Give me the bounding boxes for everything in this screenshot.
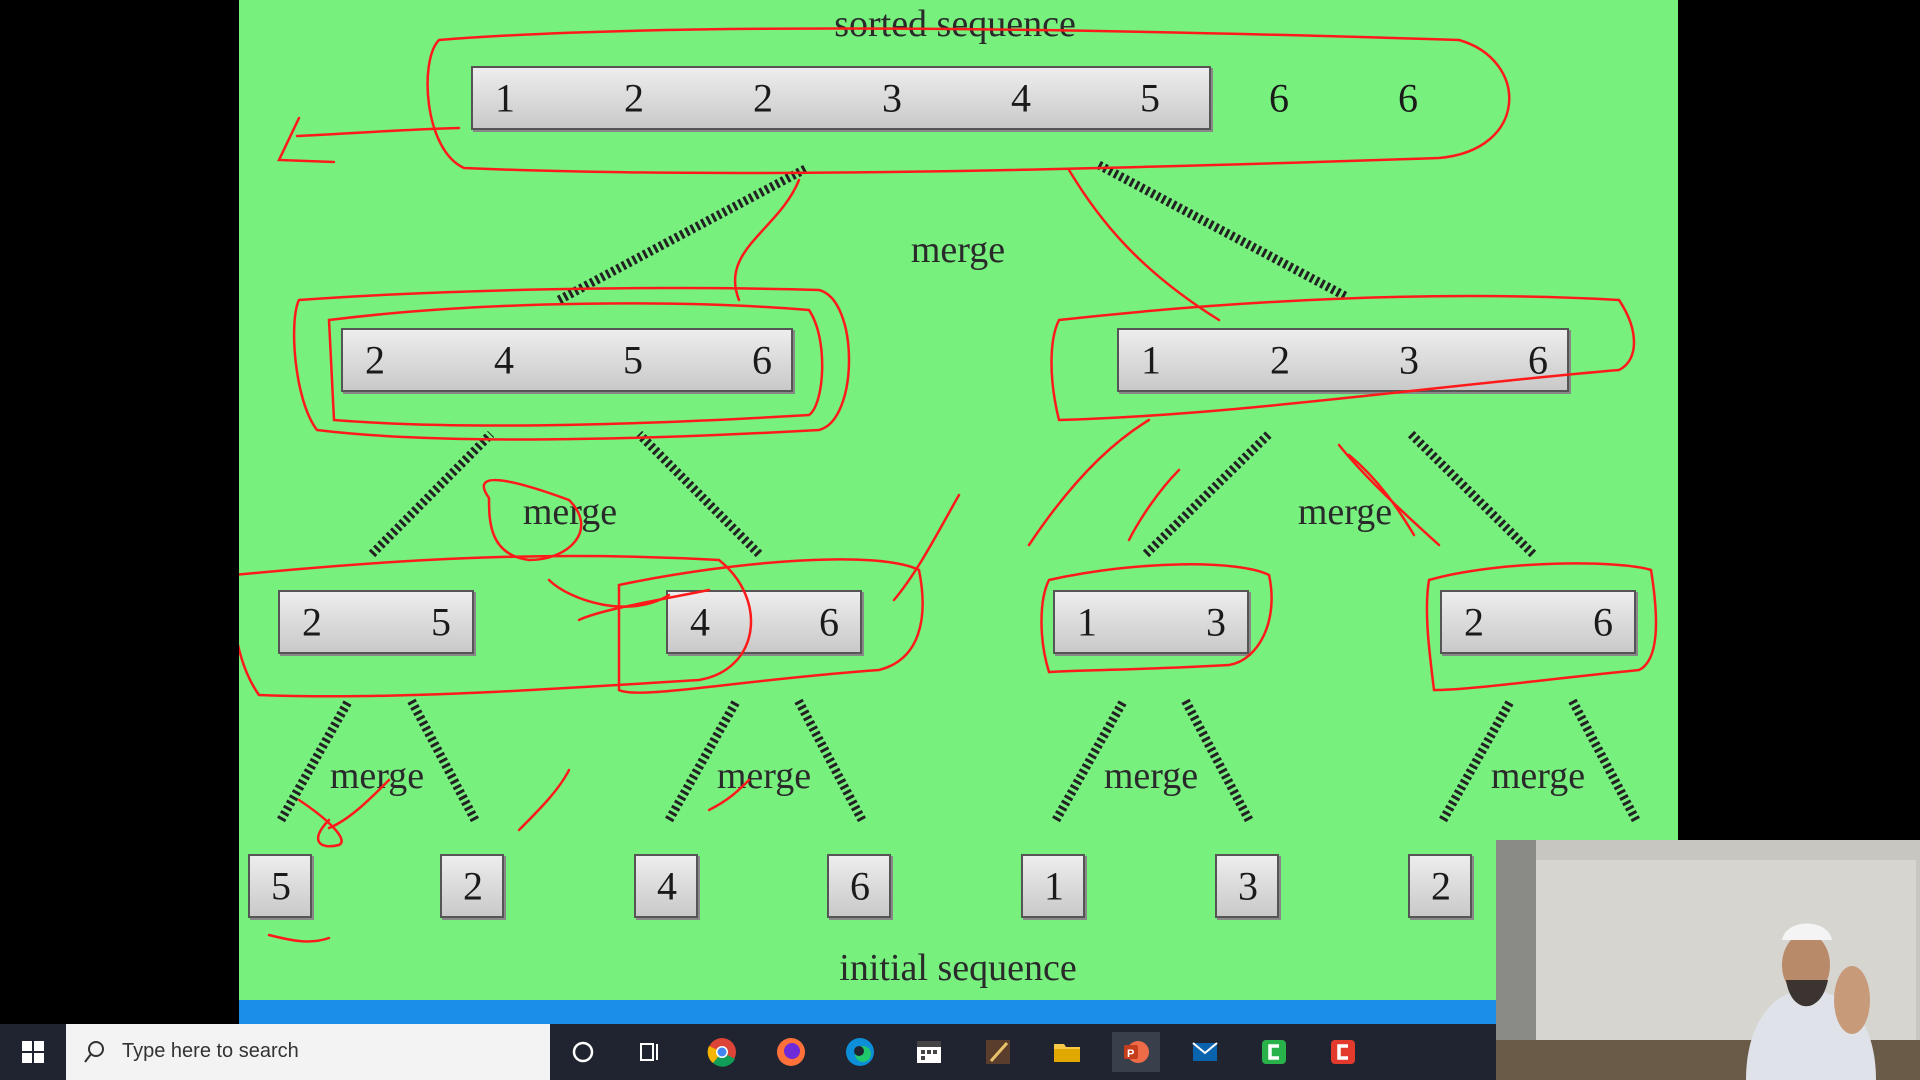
- initial-cell: 2: [1431, 863, 1451, 909]
- pair-cell: 3: [1206, 599, 1226, 645]
- slide-footer-band: [239, 1000, 1678, 1024]
- task-view-icon[interactable]: [630, 1032, 670, 1072]
- sorted-sequence-box: 1 2 2 3 4 5 6 6: [471, 66, 1418, 130]
- merged-right-cell: 2: [1270, 337, 1290, 383]
- merged-left-cell: 6: [752, 337, 772, 383]
- merge-arrows: [239, 27, 1658, 943]
- pair-box: 4 6: [666, 590, 862, 654]
- pair-cell: 2: [302, 599, 322, 645]
- app-icon[interactable]: [978, 1032, 1018, 1072]
- merge-label: merge: [1103, 755, 1199, 797]
- cortana-icon[interactable]: [563, 1032, 603, 1072]
- search-icon: [84, 1041, 104, 1063]
- sorted-cell: 2: [753, 75, 773, 121]
- merged-right-cell: 3: [1399, 337, 1419, 383]
- sorted-cell: 5: [1140, 75, 1160, 121]
- initial-cell: 6: [850, 863, 870, 909]
- sorted-cell: 4: [1011, 75, 1031, 121]
- initial-box: 1: [1021, 854, 1085, 918]
- initial-box: 5: [248, 854, 312, 918]
- pair-cell: 5: [431, 599, 451, 645]
- powerpoint-icon[interactable]: P: [1112, 1032, 1160, 1072]
- mail-icon[interactable]: [1185, 1032, 1225, 1072]
- windows-icon: [22, 1041, 44, 1063]
- calendar-icon[interactable]: [909, 1032, 949, 1072]
- pair-cell: 2: [1464, 599, 1484, 645]
- slide: sorted sequence initial sequence 1 2 2 3…: [239, 0, 1678, 1000]
- initial-box: 2: [1408, 854, 1472, 918]
- initial-box: 4: [634, 854, 698, 918]
- pair-cell: 6: [819, 599, 839, 645]
- pair-box: 1 3: [1053, 590, 1249, 654]
- camtasia-red-icon[interactable]: [1323, 1032, 1363, 1072]
- merge-label: merge: [329, 755, 425, 797]
- edge-icon[interactable]: [840, 1032, 880, 1072]
- camtasia-green-icon[interactable]: [1254, 1032, 1294, 1072]
- presenter-video: [1496, 840, 1920, 1080]
- pair-cell: 4: [690, 599, 710, 645]
- initial-cell: 5: [271, 863, 291, 909]
- file-explorer-icon[interactable]: [1047, 1032, 1087, 1072]
- initial-box: 3: [1215, 854, 1279, 918]
- sorted-cell: 1: [495, 75, 515, 121]
- merged-left-cell: 5: [623, 337, 643, 383]
- sorted-sequence-label: sorted sequence: [834, 3, 1076, 45]
- merged-right-box: 1 2 3 6: [1117, 328, 1569, 392]
- sorted-cell: 6: [1398, 75, 1418, 121]
- merge-label: merge: [716, 755, 812, 797]
- initial-cell: 2: [463, 863, 483, 909]
- initial-box: 6: [827, 854, 891, 918]
- chrome-icon[interactable]: [702, 1032, 742, 1072]
- merged-right-cell: 6: [1528, 337, 1548, 383]
- merged-left-cell: 2: [365, 337, 385, 383]
- taskbar-search-box[interactable]: Type here to search: [66, 1024, 550, 1080]
- merge-label: merge: [1490, 755, 1586, 797]
- pair-cell: 1: [1077, 599, 1097, 645]
- merged-left-box: 2 4 5 6: [341, 328, 793, 392]
- merge-label: merge: [522, 491, 618, 533]
- merged-left-cell: 4: [494, 337, 514, 383]
- initial-cell: 1: [1044, 863, 1064, 909]
- svg-text:P: P: [1127, 1048, 1134, 1060]
- pair-cell: 6: [1593, 599, 1613, 645]
- pair-box: 2 5: [278, 590, 474, 654]
- merged-right-cell: 1: [1141, 337, 1161, 383]
- sorted-cell: 3: [882, 75, 902, 121]
- sorted-cell: 2: [624, 75, 644, 121]
- start-button[interactable]: [0, 1024, 66, 1080]
- search-placeholder: Type here to search: [122, 1040, 299, 1062]
- merge-label: merge: [910, 229, 1006, 271]
- sorted-cell: 6: [1269, 75, 1289, 121]
- webcam-overlay: [1496, 840, 1920, 1080]
- initial-sequence-label: initial sequence: [839, 947, 1077, 989]
- pair-box: 2 6: [1440, 590, 1636, 654]
- firefox-icon[interactable]: [771, 1032, 811, 1072]
- initial-cell: 3: [1238, 863, 1258, 909]
- merge-label: merge: [1297, 491, 1393, 533]
- initial-box: 2: [440, 854, 504, 918]
- initial-cell: 4: [657, 863, 677, 909]
